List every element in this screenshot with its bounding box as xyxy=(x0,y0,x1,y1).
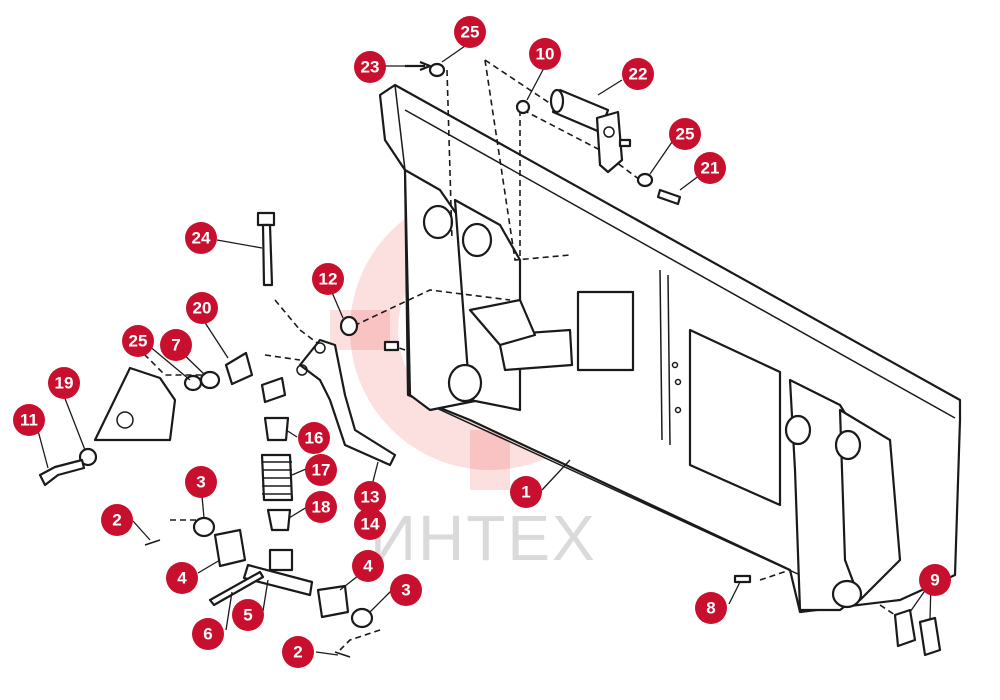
svg-text:23: 23 xyxy=(361,58,380,77)
svg-text:22: 22 xyxy=(629,65,648,84)
svg-text:25: 25 xyxy=(461,23,480,42)
callout-2-bottom: 2 xyxy=(282,636,314,668)
svg-text:1: 1 xyxy=(521,483,530,502)
callout-23: 23 xyxy=(354,51,386,83)
svg-text:4: 4 xyxy=(177,569,187,588)
callout-2-left: 2 xyxy=(101,504,133,536)
svg-text:12: 12 xyxy=(319,270,338,289)
svg-text:25: 25 xyxy=(129,332,148,351)
hardware-parts xyxy=(38,60,942,658)
svg-text:16: 16 xyxy=(305,429,324,448)
callout-5: 5 xyxy=(232,599,264,631)
callout-7: 7 xyxy=(160,329,192,361)
callout-9: 9 xyxy=(919,564,951,596)
svg-text:7: 7 xyxy=(171,336,180,355)
svg-text:17: 17 xyxy=(312,461,331,480)
svg-text:4: 4 xyxy=(363,557,373,576)
callout-20: 20 xyxy=(186,292,218,324)
svg-text:5: 5 xyxy=(243,606,252,625)
callout-13: 13 xyxy=(354,481,386,513)
svg-text:2: 2 xyxy=(293,643,302,662)
callout-12: 12 xyxy=(312,263,344,295)
svg-text:3: 3 xyxy=(196,473,205,492)
callout-19: 19 xyxy=(48,367,80,399)
svg-text:19: 19 xyxy=(55,374,74,393)
svg-text:9: 9 xyxy=(930,571,939,590)
callout-16: 16 xyxy=(298,422,330,454)
svg-text:6: 6 xyxy=(203,625,212,644)
callout-4-right: 4 xyxy=(352,550,384,582)
svg-text:13: 13 xyxy=(361,488,380,507)
callout-1: 1 xyxy=(510,476,542,508)
callouts: 1 2 2 3 3 4 4 5 6 7 8 9 10 11 12 13 14 1… xyxy=(13,16,951,668)
callout-17: 17 xyxy=(305,454,337,486)
svg-text:8: 8 xyxy=(706,599,715,618)
callout-25-top: 25 xyxy=(454,16,486,48)
svg-text:25: 25 xyxy=(676,125,695,144)
callout-3-right: 3 xyxy=(390,574,422,606)
callout-8: 8 xyxy=(695,592,727,624)
callout-22: 22 xyxy=(622,58,654,90)
svg-text:20: 20 xyxy=(193,299,212,318)
callout-21: 21 xyxy=(694,152,726,184)
callout-3-left: 3 xyxy=(185,466,217,498)
svg-text:18: 18 xyxy=(312,498,331,517)
callout-14: 14 xyxy=(354,508,386,540)
svg-text:10: 10 xyxy=(536,45,555,64)
callout-4-left: 4 xyxy=(166,562,198,594)
svg-text:21: 21 xyxy=(701,159,720,178)
main-frame xyxy=(378,83,962,614)
callout-11: 11 xyxy=(13,404,45,436)
callout-25-left: 25 xyxy=(122,325,154,357)
svg-text:24: 24 xyxy=(192,229,211,248)
assembly-lines xyxy=(129,59,911,651)
callout-10: 10 xyxy=(529,38,561,70)
callout-25-right: 25 xyxy=(669,118,701,150)
svg-text:3: 3 xyxy=(401,581,410,600)
svg-text:2: 2 xyxy=(112,511,121,530)
leader-lines xyxy=(35,45,932,656)
svg-text:11: 11 xyxy=(20,411,38,430)
callout-24: 24 xyxy=(185,222,217,254)
watermark-text: ИНТЕХ xyxy=(370,502,597,574)
callout-18: 18 xyxy=(305,491,337,523)
callout-6: 6 xyxy=(192,618,224,650)
svg-text:14: 14 xyxy=(361,515,380,534)
